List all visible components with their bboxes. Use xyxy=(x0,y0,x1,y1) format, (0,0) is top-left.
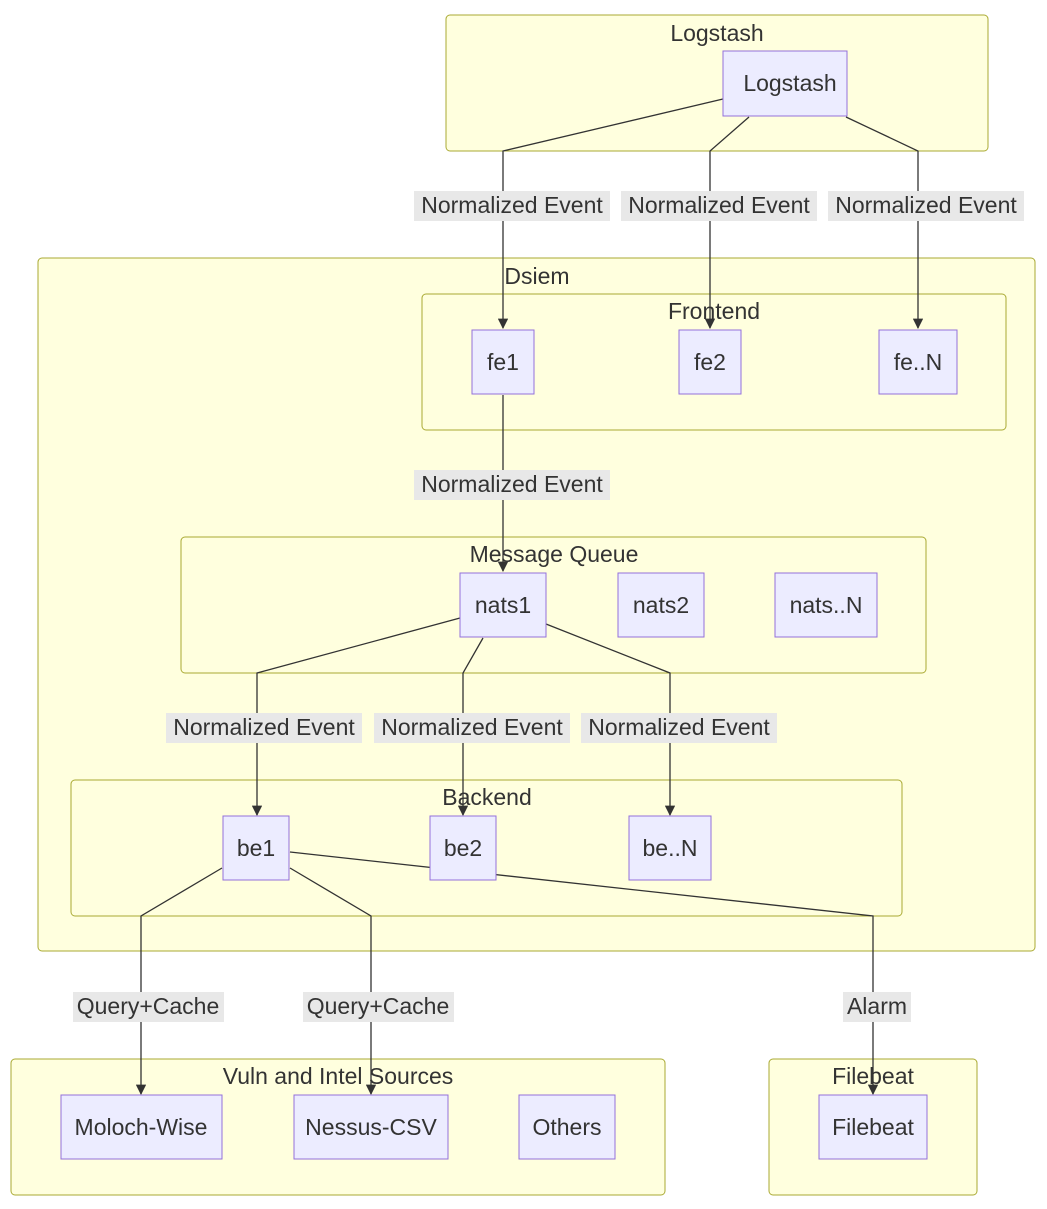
cluster-title-logstash: Logstash xyxy=(670,20,763,46)
svg-text:Moloch-Wise: Moloch-Wise xyxy=(75,1114,208,1140)
edge-label-nats1-be2: Normalized Event xyxy=(374,713,570,743)
edge-label-fe1-nats1: Normalized Event xyxy=(414,470,610,500)
edge-be1-nessus xyxy=(289,867,377,1096)
svg-text:nats..N: nats..N xyxy=(790,592,863,618)
cluster-title-vuln-intel: Vuln and Intel Sources xyxy=(223,1063,454,1089)
edge-label-logstash-feN: Normalized Event xyxy=(828,191,1024,221)
edge-nats1-be1 xyxy=(251,617,461,817)
node-feN: fe..N xyxy=(878,329,958,395)
edge-label-be1-moloch: Query+Cache xyxy=(73,992,224,1022)
edge-label-nats1-be1: Normalized Event xyxy=(166,713,362,743)
node-others: Others xyxy=(518,1094,616,1160)
node-nats1: nats1 xyxy=(459,572,547,638)
svg-text:Normalized Event: Normalized Event xyxy=(835,192,1017,218)
svg-text:Alarm: Alarm xyxy=(847,993,907,1019)
node-moloch-wise: Moloch-Wise xyxy=(60,1094,223,1160)
svg-text:Normalized Event: Normalized Event xyxy=(588,714,770,740)
svg-text:fe1: fe1 xyxy=(487,349,519,375)
node-nats2: nats2 xyxy=(617,572,705,638)
edge-label-logstash-fe2: Normalized Event xyxy=(621,191,817,221)
node-filebeat: Filebeat xyxy=(818,1094,928,1160)
svg-text:Logstash: Logstash xyxy=(743,70,836,96)
svg-text:Filebeat: Filebeat xyxy=(832,1114,914,1140)
svg-text:fe2: fe2 xyxy=(694,349,726,375)
cluster-title-frontend: Frontend xyxy=(668,298,760,324)
edge-logstash-fe1 xyxy=(497,98,724,330)
svg-text:be1: be1 xyxy=(237,835,275,861)
edge-label-nats1-beN: Normalized Event xyxy=(581,713,777,743)
svg-text:be..N: be..N xyxy=(643,835,698,861)
edge-label-be1-filebeat: Alarm xyxy=(843,992,911,1022)
cluster-title-message-queue: Message Queue xyxy=(470,541,639,567)
svg-text:Normalized Event: Normalized Event xyxy=(381,714,563,740)
svg-text:Normalized Event: Normalized Event xyxy=(421,192,603,218)
node-nessus-csv: Nessus-CSV xyxy=(293,1094,449,1160)
edge-logstash-feN xyxy=(845,116,924,330)
svg-text:Query+Cache: Query+Cache xyxy=(307,993,450,1019)
svg-text:Normalized Event: Normalized Event xyxy=(173,714,355,740)
cluster-title-dsiem: Dsiem xyxy=(504,263,569,289)
svg-text:Normalized Event: Normalized Event xyxy=(421,471,603,497)
cluster-title-backend: Backend xyxy=(442,784,532,810)
edge-label-be1-nessus: Query+Cache xyxy=(303,992,454,1022)
edge-be1-moloch xyxy=(135,867,223,1096)
node-logstash: Logstash xyxy=(722,50,848,117)
svg-text:Nessus-CSV: Nessus-CSV xyxy=(305,1114,437,1140)
cluster-message-queue: Message Queue xyxy=(180,536,927,674)
svg-text:Others: Others xyxy=(532,1114,601,1140)
node-fe1: fe1 xyxy=(471,329,535,395)
node-be1: be1 xyxy=(222,815,290,881)
svg-text:Query+Cache: Query+Cache xyxy=(77,993,220,1019)
node-be2: be2 xyxy=(429,815,497,881)
edge-logstash-fe2 xyxy=(704,116,750,330)
edge-nats1-beN xyxy=(545,623,676,817)
cluster-logstash: Logstash xyxy=(445,14,989,152)
edge-nats1-be2 xyxy=(457,637,484,817)
edge-label-logstash-fe1: Normalized Event xyxy=(414,191,610,221)
svg-text:be2: be2 xyxy=(444,835,482,861)
node-beN: be..N xyxy=(628,815,712,881)
node-fe2: fe2 xyxy=(678,329,742,395)
svg-text:Normalized Event: Normalized Event xyxy=(628,192,810,218)
svg-text:fe..N: fe..N xyxy=(894,349,943,375)
node-natsN: nats..N xyxy=(774,572,878,638)
svg-text:nats1: nats1 xyxy=(475,592,531,618)
svg-text:nats2: nats2 xyxy=(633,592,689,618)
